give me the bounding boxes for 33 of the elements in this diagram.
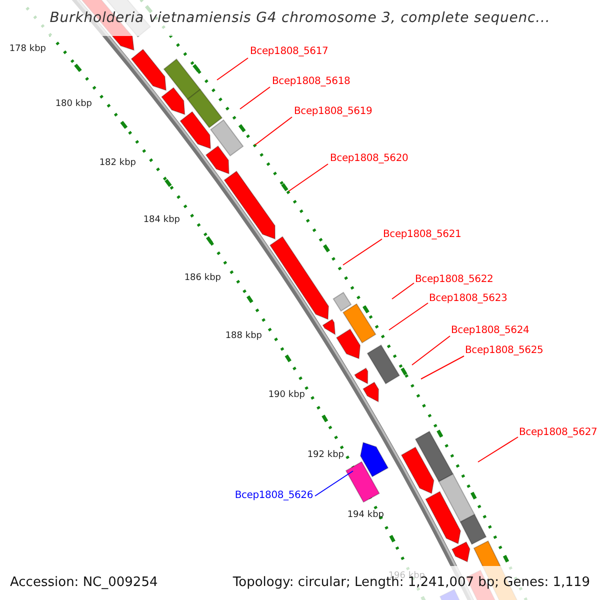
scale-label: 180 kbp bbox=[55, 100, 92, 109]
scale-label: 188 kbp bbox=[225, 332, 262, 341]
leader-line bbox=[420, 356, 464, 380]
leader-line bbox=[478, 436, 518, 462]
leader-line bbox=[288, 164, 328, 192]
leader-line bbox=[254, 116, 292, 146]
scale-label: 184 kbp bbox=[143, 216, 180, 225]
gene-label: Bcep1808_5622 bbox=[415, 275, 494, 285]
gene-label: Bcep1808_5617 bbox=[250, 47, 328, 57]
leader-line bbox=[314, 470, 354, 496]
gene-label: Bcep1808_5626 bbox=[234, 491, 313, 501]
leader-line bbox=[412, 336, 450, 366]
leader-line bbox=[392, 282, 414, 300]
gene-label: Bcep1808_5621 bbox=[383, 230, 462, 240]
leader-line bbox=[240, 86, 270, 110]
scale-label: 178 kbp bbox=[9, 45, 46, 54]
scale-label: 192 kbp bbox=[307, 451, 344, 460]
accession-text: Accession: NC_009254 bbox=[10, 576, 158, 589]
gene-label: Bcep1808_5619 bbox=[294, 107, 372, 117]
scale-label: 194 kbp bbox=[347, 511, 384, 520]
title: Burkholderia vietnamiensis G4 chromosome 3, complete sequenc... bbox=[48, 11, 552, 25]
gene-label: Bcep1808_5618 bbox=[272, 77, 350, 87]
leader-line bbox=[342, 238, 382, 266]
gene-label: Bcep1808_5624 bbox=[451, 326, 530, 336]
gene-label: Bcep1808_5625 bbox=[465, 346, 544, 356]
scale-label: 182 kbp bbox=[99, 159, 136, 168]
gene-label: Bcep1808_5623 bbox=[429, 294, 508, 304]
scale-label: 190 kbp bbox=[268, 391, 305, 400]
gene-label: Bcep1808_5627 bbox=[519, 428, 598, 438]
gene-label: Bcep1808_5620 bbox=[330, 154, 408, 164]
leader-line bbox=[388, 302, 428, 330]
leader-line bbox=[216, 58, 248, 80]
scale-label: 186 kbp bbox=[184, 274, 221, 283]
